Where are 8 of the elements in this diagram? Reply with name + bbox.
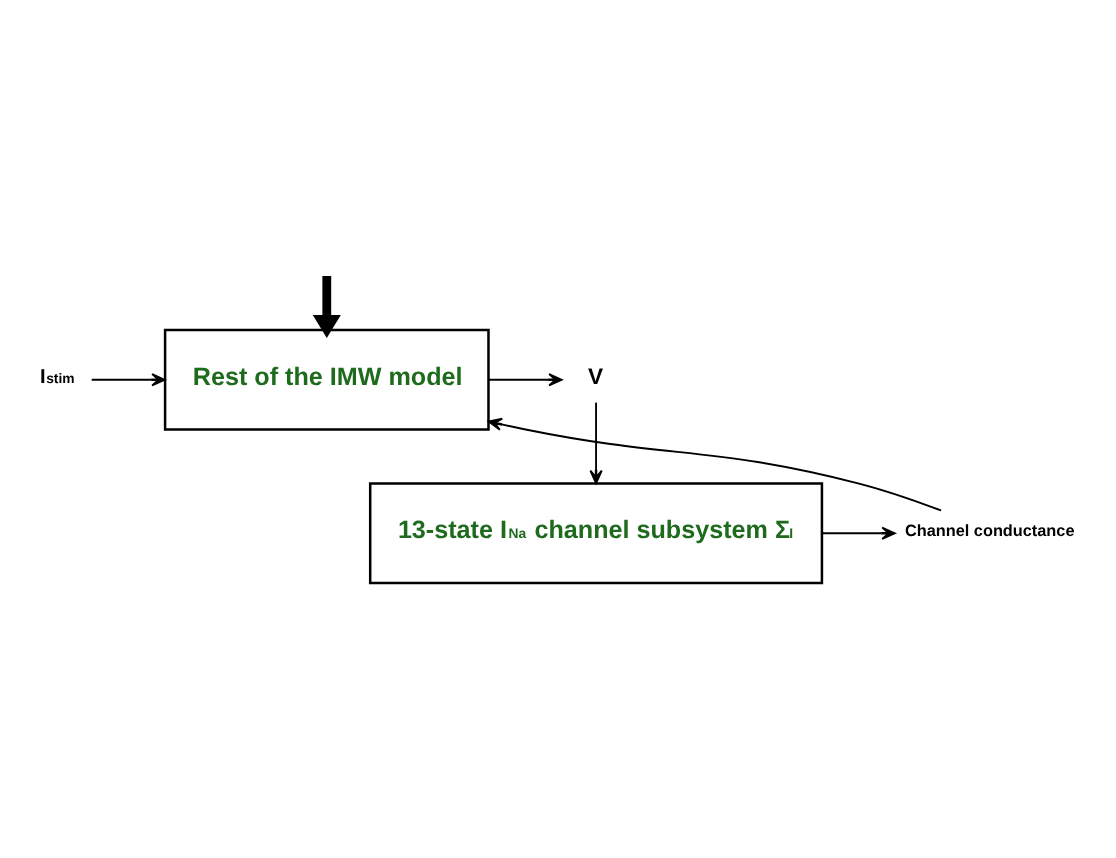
arrow [487,373,563,387]
arrow [589,401,603,485]
arrow [312,276,341,339]
arrow [90,373,166,387]
node-text: V [587,366,603,391]
arrow [821,526,896,540]
arrow [487,417,942,512]
node-box: Rest of the IMW model [163,328,490,431]
